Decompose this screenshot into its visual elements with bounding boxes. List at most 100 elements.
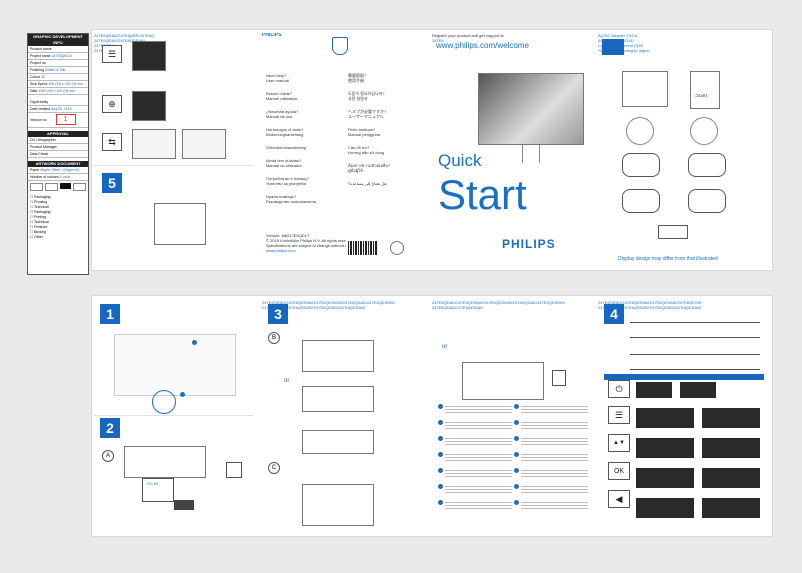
check-item[interactable]: ☐ Binding [30, 230, 46, 234]
model-code: 247E6 [432, 38, 444, 43]
lang-entry: Gebruikershandleiding [266, 145, 307, 150]
connection-diagram [302, 484, 374, 526]
welcome-url: www.philips.com/welcome [436, 41, 529, 50]
lang-entry: 사용 설명서 [348, 96, 368, 101]
lang-entry: ต้องการความช่วยเหลือ? [348, 163, 390, 168]
monitor-stand [522, 145, 540, 163]
lang-entry: Manual pengguna [348, 132, 381, 137]
display-note: Display design may differ from that illu… [618, 256, 718, 262]
checklist: ☐ Packaging ☐ Proofing ☐ Technical ☐ Pac… [28, 193, 88, 242]
accessory-label: AC/DC Adapter (*)/CA [598, 33, 638, 38]
input-icon: ⊕ [102, 95, 122, 113]
philips-brand: PHILIPS [502, 237, 556, 251]
check-item[interactable]: ☐ Technical [30, 220, 49, 224]
approval-row: Data Check [28, 151, 88, 158]
lang-entry: Bedienungsanleitung [266, 132, 304, 137]
lang-entry: Упатство за употреба [266, 181, 306, 186]
step-2-badge: 2 [100, 418, 120, 438]
control-strip [630, 354, 760, 370]
models-a: 247E6QDAD/247E6QDS/247E6QDSW 247E6QDAD/2… [94, 33, 154, 43]
cable-clip [658, 225, 688, 239]
check-item[interactable]: ☐ Other [30, 235, 43, 239]
lang-entry: هل تحتاج إلى مساعدة؟ [348, 181, 387, 186]
approval-row: Product Manager [28, 144, 88, 151]
models-line: 247E6QDAD/247E6QDSAW/247E6QDSWW/247E6QDA… [262, 300, 395, 305]
step-dot [180, 392, 185, 397]
step-3-badge: 3 [268, 304, 288, 324]
monitor-back [124, 446, 206, 478]
or-label: or [284, 378, 290, 384]
footer-line: www.philips.com [266, 248, 296, 253]
monitor-photo [478, 73, 584, 145]
check-item[interactable]: ☐ Packaging [30, 195, 51, 199]
monitor-side [462, 362, 544, 400]
approval-row: DG Lithographer [28, 137, 88, 144]
lang-entry: ユーザーマニュアル [348, 114, 384, 119]
audio-cable [622, 189, 660, 213]
artwork-header: ARTWORK DOCUMENT [28, 161, 88, 167]
check-item[interactable]: ☐ Printing [30, 215, 46, 219]
panel-step-3: 3 B or 247E6QDAD/247E6QDSAW/247E6QDSWW/2… [262, 300, 427, 534]
footer-block: Version: M6247E6QD1T © 2015 Koninklijke … [266, 233, 346, 253]
spec-row: Project no [28, 60, 88, 67]
lang-entry: คู่มือผู้ใช้ [348, 168, 363, 173]
lang-entry: 도움이 필요하십니까? [348, 91, 385, 96]
check-item[interactable]: ☐ Finished [30, 225, 48, 229]
marker-b: B [268, 332, 280, 344]
spec-row: Colors 4C [28, 74, 88, 81]
lang-entry: Нужна помощь? [266, 194, 297, 199]
spec-row: Project name 247E6Q/LD4 [28, 53, 88, 60]
monitor-image [132, 129, 176, 159]
lang-entry: Cần hỗ trợ? [348, 145, 370, 150]
step-4-badge: 4 [604, 304, 624, 324]
disc-icon [626, 117, 654, 145]
recycle-icon [390, 241, 404, 255]
osd-screen [132, 91, 166, 121]
power-adapter [174, 500, 194, 510]
setup-models: 247E6QDAD/247E6QDSAW/247E6QDSWW/247E6QDA… [432, 300, 565, 310]
instruction-list [438, 404, 588, 510]
spec-row: Size Specs 594 (W) x 420 (H) mm [28, 81, 88, 88]
lang-entry: Потребна ви е помощ? [266, 176, 309, 181]
osd-screens [636, 382, 760, 518]
menu-key: ☰ [608, 406, 630, 424]
menu-icon: ☰ [102, 45, 122, 63]
barcode [348, 241, 378, 255]
lang-entry: Perlu bantuan? [348, 127, 376, 132]
footer-line: © 2015 Koninklijke Philips N.V. All righ… [266, 238, 346, 243]
check-item[interactable]: ☐ Technical [30, 205, 49, 209]
wall-socket [226, 462, 242, 478]
check-item[interactable]: ☐ Packaging [30, 210, 51, 214]
socket-icon [552, 370, 566, 386]
spec-row: Date 1000 (W) x 100 (H) mm [28, 88, 88, 95]
lang-entry: Ainda tem dúvidas? [266, 158, 302, 163]
check-item[interactable]: ☐ Proofing [30, 200, 48, 204]
lang-entry: 使用手册 [348, 78, 364, 83]
booklet-label: Start [695, 94, 708, 99]
artwork-row: Paper Maple Offset, 100gsm 4C [28, 167, 88, 174]
panel-setup: or 247E6QDAD/247E6QDSAW/247E6QDSWW/247E6… [432, 300, 592, 534]
back-key: ◀ [608, 490, 630, 508]
register-line: Register your product and get support at [432, 33, 504, 38]
lang-entry: User manual [266, 78, 289, 83]
footer-line: Version: M6247E6QD1T [266, 233, 310, 238]
models-line: 247E6QDAD/247E6QDSAW/247E6QDAD/247E6QDSA… [262, 305, 365, 310]
lang-entry: Need help? [266, 73, 287, 78]
connection-diagram [302, 340, 374, 372]
power-cable [622, 153, 660, 177]
osd-bar [604, 374, 764, 380]
spec-row: Finishing Dotted & Silk [28, 67, 88, 74]
stand-assembly-image [114, 334, 236, 396]
panel-languages: PHILIPS Need help? User manual Besoin d'… [262, 33, 427, 268]
lang-entry: Besoin d'aide? [266, 91, 293, 96]
hdmi-cable [688, 189, 726, 213]
monitor-item [622, 71, 668, 107]
connection-diagram [302, 430, 374, 454]
callout-circle [152, 390, 176, 414]
lang-entry: ¿Necesita ayuda? [266, 109, 299, 114]
arrow-keys: ▲▼ [608, 434, 630, 452]
osd-screen [132, 41, 166, 71]
spec-row: Date created Aug 26, 2015 [28, 106, 88, 113]
step-dot [192, 340, 197, 345]
spec-sheet-header: GRAPHIC DEVELOPMENT INFO [28, 34, 88, 46]
